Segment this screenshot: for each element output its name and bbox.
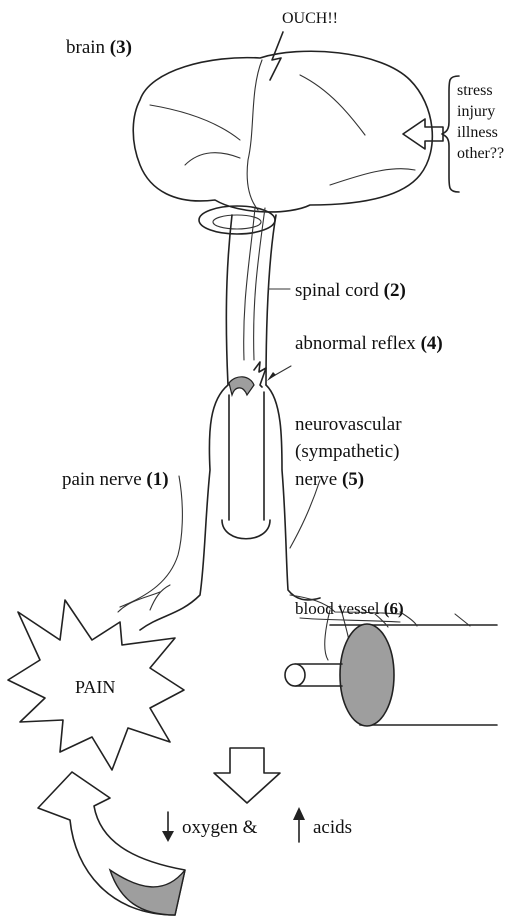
abnormal-reflex-number: (4) [421, 333, 443, 354]
brain-text: brain [66, 37, 105, 58]
spinal-cord-label: spinal cord (2) [295, 280, 406, 302]
spinal-cord-number: (2) [384, 280, 406, 301]
factor-list: stress injury illness other?? [457, 80, 504, 164]
pain-nerve-text: pain nerve [62, 469, 142, 490]
pain-nerve-line [120, 476, 182, 607]
pain-nerve-number: (1) [146, 469, 168, 490]
nerve-label: nerve (5) [295, 469, 364, 491]
nerve-number: (5) [342, 469, 364, 490]
factor-other: other?? [457, 143, 504, 164]
reflex-shaded [229, 377, 254, 395]
body-outline [140, 385, 228, 630]
blood-vessel-text: blood vessel [295, 599, 380, 618]
neurovascular-label-2: (sympathetic) [295, 441, 399, 463]
abnormal-reflex-label: abnormal reflex (4) [295, 333, 443, 355]
spinal-cord [226, 215, 232, 385]
nerve-text: nerve [295, 469, 337, 490]
ouch-lightning [270, 32, 283, 80]
vessel-cross-section [340, 624, 394, 726]
abnormal-reflex-text: abnormal reflex [295, 333, 416, 354]
brain-number: (3) [110, 37, 132, 58]
brain-outline [133, 51, 432, 212]
brain-label: brain (3) [66, 37, 132, 59]
blood-vessel-number: (6) [384, 599, 404, 618]
brain-fissure [247, 60, 262, 210]
oxygen-label: oxygen & [182, 817, 257, 839]
cord-column [229, 392, 264, 520]
ouch-label: OUCH!! [282, 8, 338, 30]
factor-stress: stress [457, 80, 504, 101]
blood-vessel-label: blood vessel (6) [295, 598, 404, 620]
pain-nerve-label: pain nerve (1) [62, 469, 169, 491]
down-arrow [214, 748, 280, 803]
factor-injury: injury [457, 101, 504, 122]
acids-label: acids [313, 817, 352, 839]
pain-label: PAIN [75, 676, 115, 698]
spinal-cord-text: spinal cord [295, 280, 379, 301]
factor-illness: illness [457, 122, 504, 143]
input-arrow [403, 119, 443, 149]
neurovascular-label-1: neurovascular [295, 414, 402, 436]
